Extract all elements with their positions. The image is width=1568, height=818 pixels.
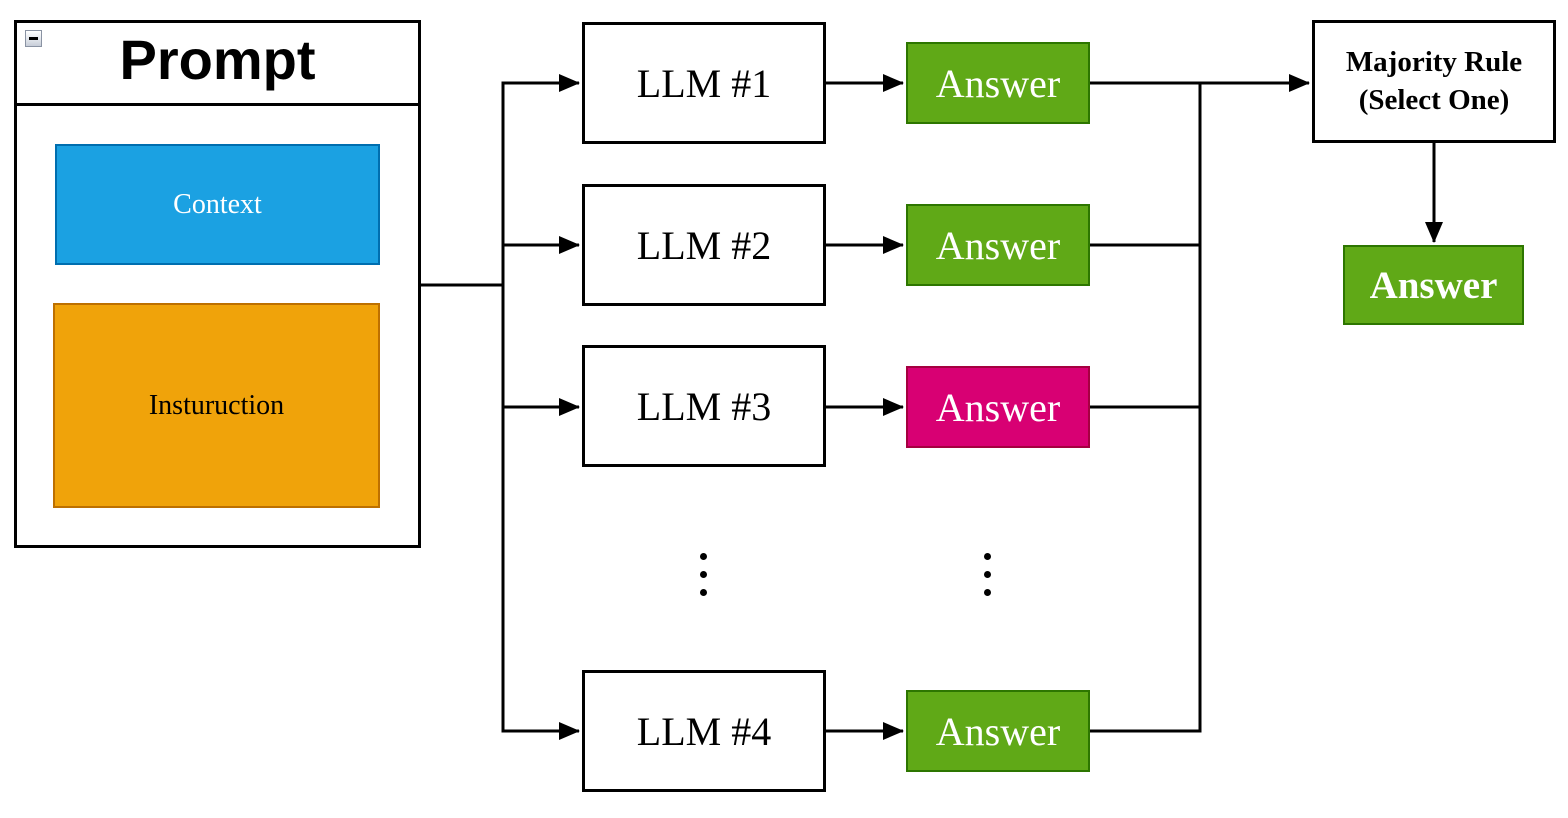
ellipsis-dot [700,553,707,560]
majority-rule-label-line1: Majority Rule [1345,45,1523,78]
answer-node-3: Answer [906,366,1090,448]
llm-node-2: LLM #2 [582,184,826,306]
ellipsis-dot [984,571,991,578]
llm-label-1: LLM #1 [636,60,772,106]
llm-label-4: LLM #4 [636,708,772,754]
ellipsis-dot [984,553,991,560]
llm-label-2: LLM #2 [636,222,772,268]
context-label: Context [173,188,262,220]
collapse-group-button[interactable] [25,30,42,47]
prompt-title-bar: Prompt [17,23,418,106]
answer-node-2: Answer [906,204,1090,286]
llm-node-1: LLM #1 [582,22,826,144]
answer-label-2: Answer [935,222,1061,268]
llm-node-3: LLM #3 [582,345,826,467]
answer-node-1: Answer [906,42,1090,124]
vertical-ellipsis-answer [984,553,991,596]
vertical-ellipsis-llm [700,553,707,596]
answer-label-1: Answer [935,60,1061,106]
answer-label-4: Answer [935,708,1061,754]
final-answer-label: Answer [1369,263,1498,307]
instruction-node: Insturuction [53,303,380,508]
context-node: Context [55,144,380,265]
llm-node-4: LLM #4 [582,670,826,792]
final-answer-node: Answer [1343,245,1524,325]
ellipsis-dot [700,589,707,596]
instruction-label: Insturuction [148,389,285,421]
answer-node-4: Answer [906,690,1090,772]
prompt-title: Prompt [119,28,316,91]
majority-rule-node: Majority Rule (Select One) [1312,20,1556,143]
majority-rule-label-line2: (Select One) [1358,83,1510,116]
minus-icon [29,37,38,40]
ellipsis-dot [984,589,991,596]
ellipsis-dot [700,571,707,578]
llm-label-3: LLM #3 [636,383,772,429]
answer-label-3: Answer [935,384,1061,430]
prompt-group-node: Prompt Context Insturuction [14,20,421,548]
